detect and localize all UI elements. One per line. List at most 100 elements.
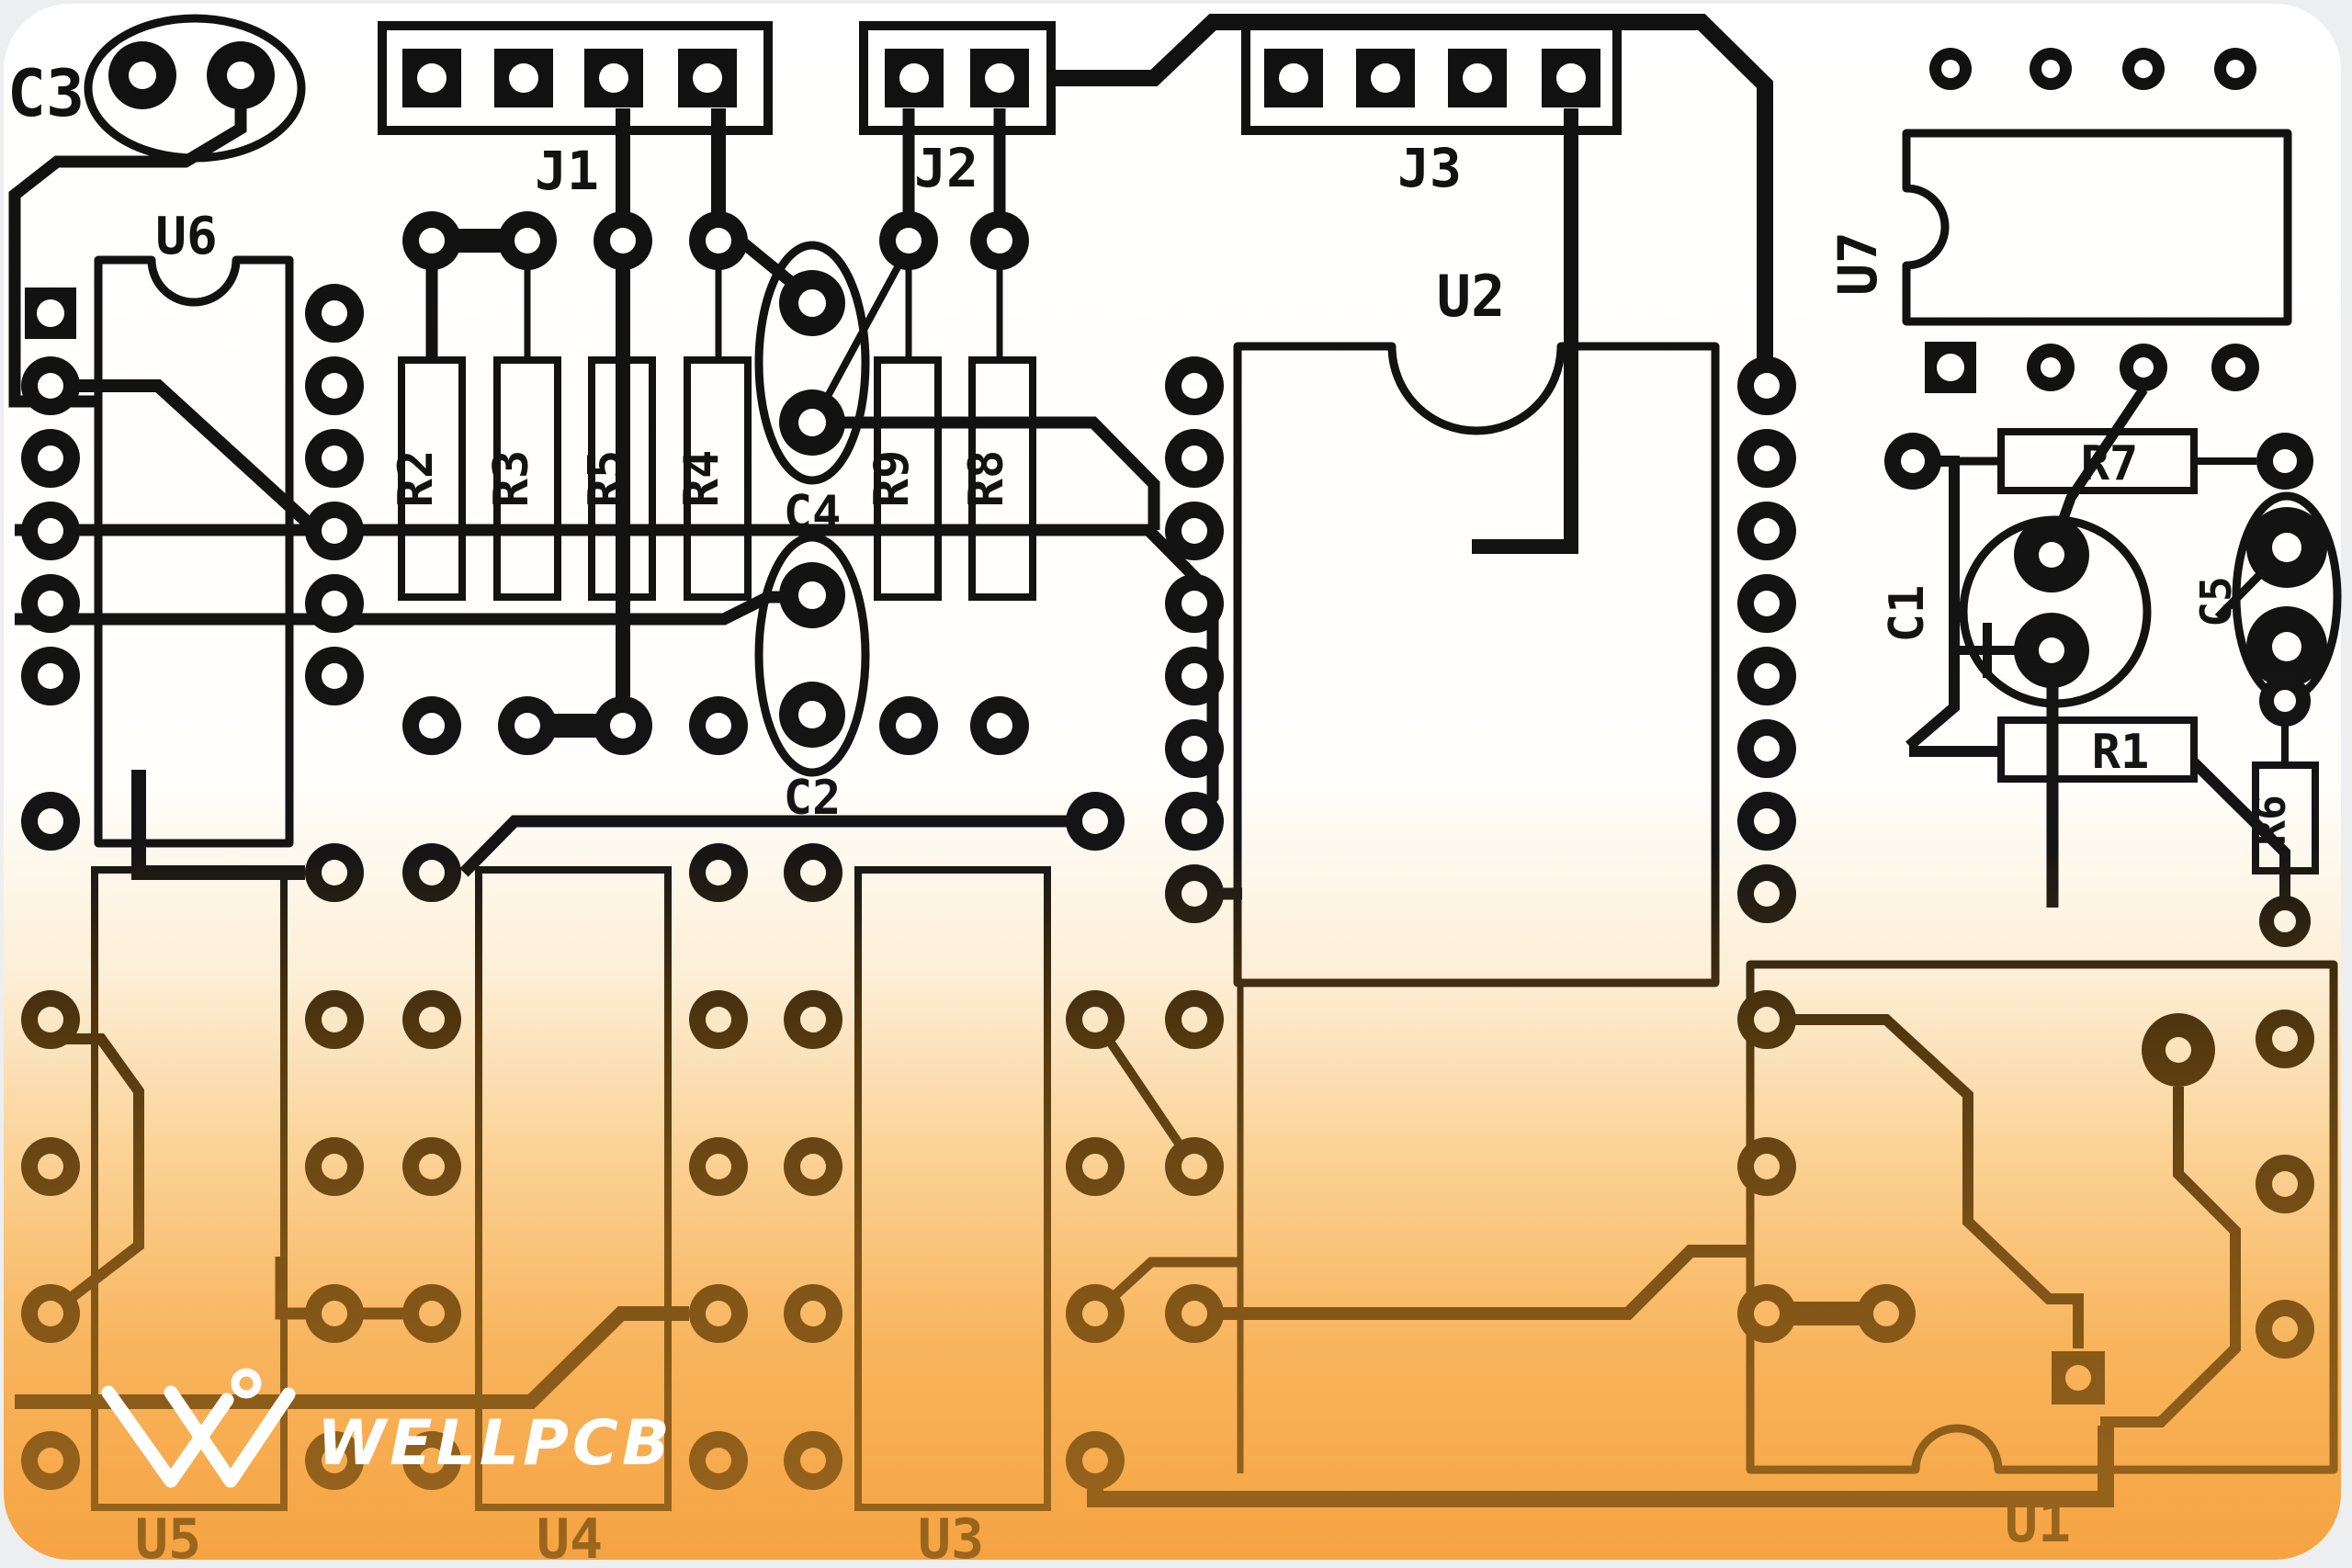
pad-hole [896,713,922,739]
pad-hole [322,1448,347,1473]
pad-hole [800,860,826,886]
wellpcb-logo-icon [101,1368,296,1488]
silkscreen-label-C3: C3 [7,56,85,131]
component-U1-outline [1746,960,2338,1474]
silkscreen-label-R6: R6 [2245,795,2295,845]
pad-hole [800,1154,826,1179]
component-C3-outline [84,14,306,163]
pad-hole [1754,881,1780,907]
trace [459,815,1095,877]
silkscreen-label-U6: U6 [155,207,217,266]
pad-hole [419,860,445,886]
pad-hole [37,299,64,327]
silkscreen-label-C4: C4 [784,486,842,541]
pad-hole [419,713,445,739]
wellpcb-watermark: WELLPCB [101,1368,670,1488]
pad-hole [2039,637,2064,663]
trace [8,92,247,408]
pad-hole [38,446,63,471]
silkscreen-label-R7: R7 [2081,436,2139,491]
pad-hole [419,228,445,254]
pad-hole [2272,1316,2298,1342]
component-U5-outline [91,866,288,1511]
silkscreen-label-R1: R1 [2092,725,2150,780]
pad-hole [419,1154,445,1179]
silkscreen-label-R9: R9 [865,450,920,508]
pad-hole [38,373,63,399]
pad-hole [419,1301,445,1326]
pad-hole [1182,808,1207,834]
pad-hole [322,591,347,616]
pad-hole [1082,1007,1108,1032]
pad-hole [1182,1154,1207,1179]
pad-hole [322,663,347,689]
trace [1472,108,1578,554]
trace [47,1033,144,1318]
pad-hole [2272,1026,2298,1052]
pad-hole [1873,1301,1899,1326]
pad-hole [1754,736,1780,761]
component-R6-outline [2252,761,2319,874]
pad-hole [2134,60,2153,78]
pad-hole [706,1154,731,1179]
header-J2-pin-hole [985,63,1014,93]
component-R3-outline [493,356,561,601]
header-J1-pin-hole [417,63,447,93]
pad-hole [2041,60,2060,78]
header-J1-pin-hole [693,63,722,93]
pad-hole [38,1154,63,1179]
pad-hole [798,581,826,609]
trace [1767,1014,2084,1348]
pad-hole [2225,357,2245,378]
component-U3-outline [854,866,1051,1511]
pad-hole [419,1448,445,1473]
header-J3-pin-hole [1279,63,1308,93]
pad-hole [2273,449,2297,473]
pad-hole [800,1448,826,1473]
pad-hole [706,1007,731,1032]
component-R9-outline [874,356,942,601]
component-C4-outline [754,241,870,485]
pad-hole [2041,357,2061,378]
pad-hole [1082,1301,1108,1326]
pad-hole [1754,591,1780,616]
silkscreen-label-R8: R8 [959,450,1014,508]
trace [1194,1245,1751,1320]
trace [1091,1017,1199,1169]
component-R7-outline [1997,428,2198,494]
silkscreen-label-R3: R3 [484,450,539,508]
silkscreen-label-R5: R5 [579,450,634,508]
pad-hole [38,1448,63,1473]
pad-hole [798,701,826,728]
pad-hole [1082,1154,1108,1179]
pad-hole [322,860,347,886]
silkscreen-label-R4: R4 [674,450,729,508]
pad-hole [1182,1007,1207,1032]
pad-hole [419,1007,445,1032]
pad-hole [38,808,63,834]
pad-hole [1182,518,1207,544]
header-J2-pin-hole [899,63,929,93]
pad-hole [800,1007,826,1032]
component-U6-outline [94,255,294,848]
pad-hole [2039,542,2064,568]
silkscreen-label-R2: R2 [389,450,444,508]
pad-hole [322,446,347,471]
header-J1-pin-hole [599,63,628,93]
pad-hole [2065,1365,2091,1391]
pad-hole [227,62,254,89]
header-J3-pin-hole [1371,63,1400,93]
pad-hole [38,1007,63,1032]
pad-hole [1182,881,1207,907]
pad-hole [322,1007,347,1032]
header-J1-pin-hole [509,63,538,93]
header-J1-outline [378,21,773,135]
pad-hole [2274,910,2296,932]
silkscreen-label-J2: J2 [914,137,978,199]
silkscreen-label-U5: U5 [135,1507,201,1568]
pad-hole [1082,1448,1108,1473]
pad-hole [987,228,1012,254]
pad-hole [1182,736,1207,761]
